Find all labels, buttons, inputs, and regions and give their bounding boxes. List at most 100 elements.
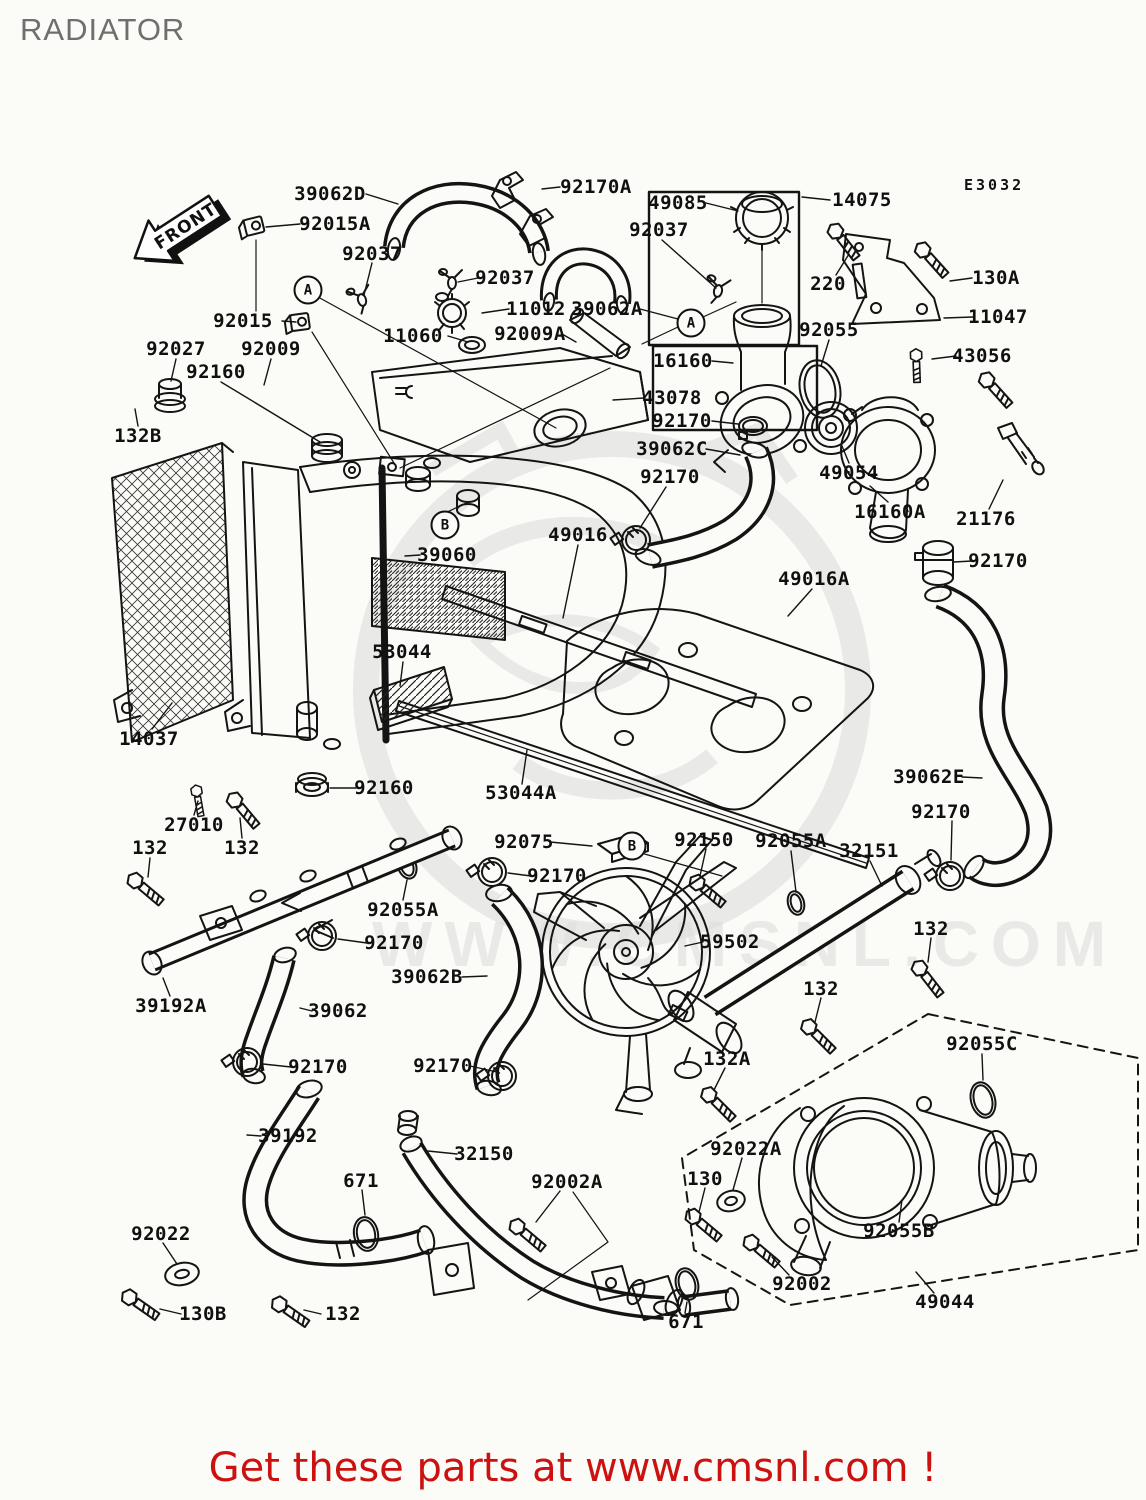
thermostat-housing-16160A <box>840 396 936 543</box>
part-label-132A: 132A <box>703 1048 751 1070</box>
pipe-32151 <box>667 848 942 1079</box>
part-label-32151: 32151 <box>839 840 899 862</box>
part-label-53044: 53044 <box>372 641 432 663</box>
part-label-39062: 39062 <box>308 1000 368 1022</box>
part-label-92160: 92160 <box>186 361 246 383</box>
part-label-92055B: 92055B <box>863 1220 935 1242</box>
part-label-92170: 92170 <box>527 865 587 887</box>
part-label-39060: 39060 <box>417 544 477 566</box>
part-label-92037: 92037 <box>342 243 402 265</box>
mount-damper-92027 <box>154 378 186 413</box>
part-label-130: 130 <box>687 1168 723 1190</box>
cap-11012 <box>434 292 470 334</box>
bracket-11047 <box>842 233 941 325</box>
part-label-39062E: 39062E <box>893 766 965 788</box>
fan-59502 <box>533 835 737 1115</box>
hose-39192 <box>242 1079 475 1296</box>
brackets-92170A <box>491 171 554 247</box>
washer-92022 <box>164 1261 200 1287</box>
part-label-92002A: 92002A <box>531 1171 603 1193</box>
part-label-43056: 43056 <box>952 345 1012 367</box>
part-label-671: 671 <box>668 1311 704 1333</box>
part-label-92150: 92150 <box>674 829 734 851</box>
part-label-92002: 92002 <box>772 1273 832 1295</box>
part-label-92022A: 92022A <box>710 1138 782 1160</box>
fitting-clamp-92170-thermo <box>914 540 954 586</box>
part-label-11060: 11060 <box>383 325 443 347</box>
part-label-132: 132 <box>224 837 260 859</box>
part-label-132: 132 <box>913 918 949 940</box>
part-label-49085: 49085 <box>648 192 708 214</box>
trim-49016 <box>441 585 757 708</box>
part-label-21176: 21176 <box>956 508 1016 530</box>
part-label-92055C: 92055C <box>946 1033 1018 1055</box>
part-label-132: 132 <box>325 1303 361 1325</box>
ref-marker-A: A <box>676 308 706 338</box>
part-label-92170: 92170 <box>968 550 1028 572</box>
reserve-tank-43078 <box>371 347 649 469</box>
part-label-92037: 92037 <box>475 267 535 289</box>
hose-39062C <box>634 441 776 569</box>
part-label-220: 220 <box>810 273 846 295</box>
hose-39062B <box>472 883 545 1097</box>
part-label-49044: 49044 <box>915 1291 975 1313</box>
o-ring-92055A-right <box>786 890 806 916</box>
part-label-39192A: 39192A <box>135 995 207 1017</box>
part-label-49016: 49016 <box>548 524 608 546</box>
cover-49016A <box>560 608 875 811</box>
part-label-43078: 43078 <box>642 387 702 409</box>
part-label-92055A: 92055A <box>755 830 827 852</box>
part-label-92009: 92009 <box>241 338 301 360</box>
part-label-92015: 92015 <box>213 310 273 332</box>
part-label-59502: 59502 <box>700 931 760 953</box>
footer-promo-text: Get these parts at www.cmsnl.com ! <box>208 1445 938 1491</box>
part-label-92015A: 92015A <box>299 213 371 235</box>
washer-92022A <box>716 1189 746 1213</box>
water-pump-49044 <box>626 1013 1139 1321</box>
leader-lines <box>134 186 1004 1315</box>
ref-marker-B: B <box>430 510 460 540</box>
part-label-14037: 14037 <box>119 728 179 750</box>
part-label-39062A: 39062A <box>571 298 643 320</box>
part-label-92075: 92075 <box>494 831 554 853</box>
hose-39062 <box>239 946 297 1085</box>
part-label-132: 132 <box>803 978 839 1000</box>
hose-39062D <box>383 181 550 266</box>
part-label-53044A: 53044A <box>485 782 557 804</box>
part-label-11012: 11012 <box>506 298 566 320</box>
water-temp-sensor-21176 <box>997 422 1045 476</box>
radiator-cap-49085 <box>730 191 794 251</box>
watermark-text: WWW.CMSNL.COM <box>372 908 1118 980</box>
part-label-11047: 11047 <box>968 306 1028 328</box>
thermostat-49054 <box>804 401 863 455</box>
o-ring-92055C <box>969 1081 997 1119</box>
part-label-32150: 32150 <box>454 1143 514 1165</box>
o-ring-671-right <box>674 1267 700 1301</box>
part-label-16160: 16160 <box>653 350 713 372</box>
part-label-92170: 92170 <box>640 466 700 488</box>
part-label-132B: 132B <box>114 425 162 447</box>
diagram-code: E3032 <box>964 176 1025 194</box>
o-ring-671-left <box>352 1216 380 1252</box>
water-pipe-39192A <box>141 825 463 976</box>
part-label-39062D: 39062D <box>294 183 366 205</box>
ref-marker-B: B <box>617 831 647 861</box>
filler-neck-16160 <box>713 304 807 473</box>
part-label-92037: 92037 <box>629 219 689 241</box>
hose-39062A <box>539 247 632 360</box>
part-label-130A: 130A <box>972 267 1020 289</box>
page-title: RADIATOR <box>20 12 186 47</box>
part-label-14075: 14075 <box>832 189 892 211</box>
part-label-27010: 27010 <box>164 814 224 836</box>
radiator-screen-14037 <box>111 442 234 743</box>
part-label-92055: 92055 <box>799 319 859 341</box>
part-label-671: 671 <box>343 1170 379 1192</box>
part-label-92170: 92170 <box>364 932 424 954</box>
part-label-49016A: 49016A <box>778 568 850 590</box>
part-label-49054: 49054 <box>819 462 879 484</box>
part-label-92055A: 92055A <box>367 899 439 921</box>
part-label-92160: 92160 <box>354 777 414 799</box>
